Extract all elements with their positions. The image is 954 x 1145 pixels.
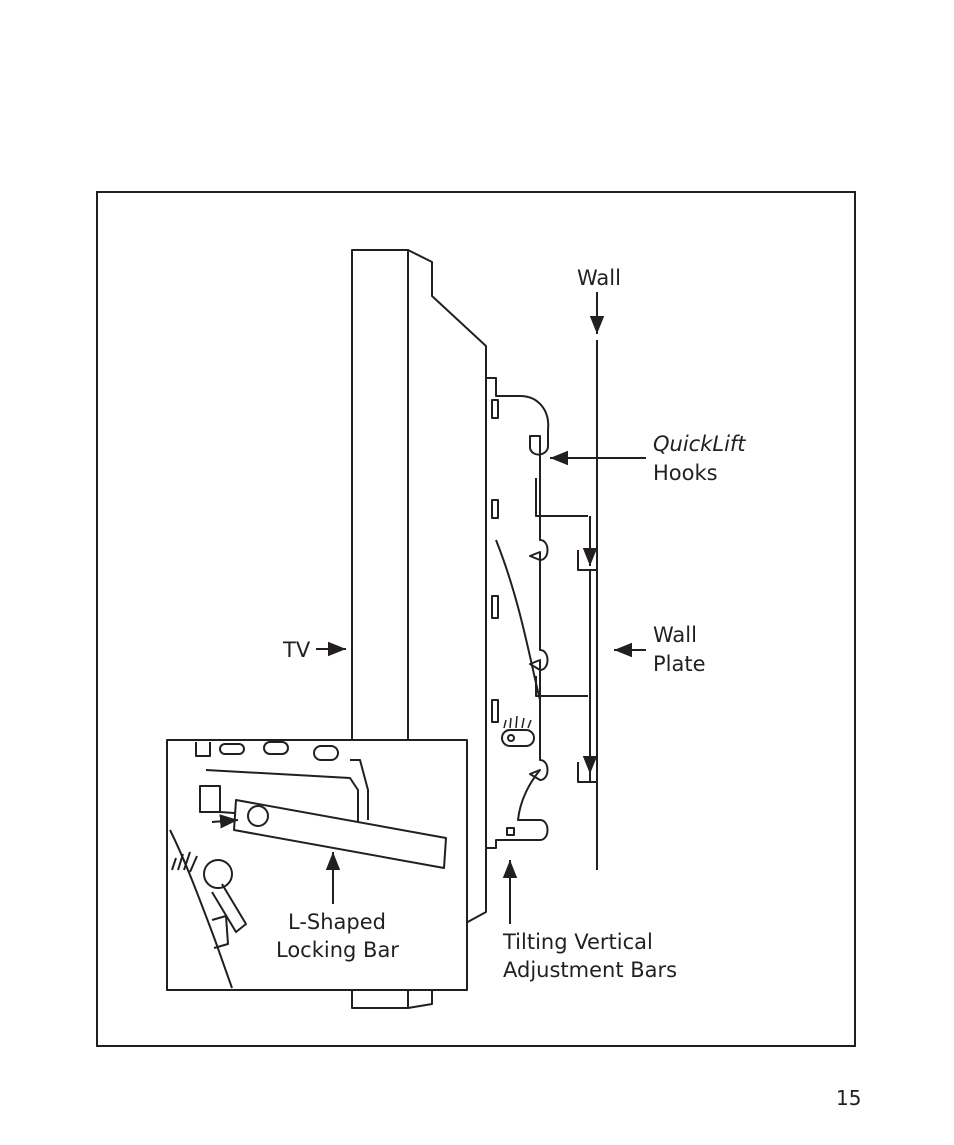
page-number: 15	[836, 1086, 862, 1110]
wall-label: Wall	[577, 266, 621, 290]
quicklift-hooks-label: Hooks	[653, 461, 718, 485]
angle-scale	[503, 715, 532, 729]
locking-bar-label-line1: L-Shaped	[288, 910, 386, 934]
wall-plate	[577, 550, 597, 783]
inset-detail	[166, 739, 468, 991]
bar-slot-2	[491, 499, 499, 519]
diagram-frame	[96, 191, 856, 1047]
tilting-bars-label-line2: Adjustment Bars	[503, 958, 678, 982]
tilting-adjustment-bar	[485, 377, 550, 849]
bar-slot-3	[491, 595, 499, 619]
wall-plate-label-line1: Wall	[653, 623, 697, 647]
bar-knob	[501, 729, 535, 747]
quicklift-label: QuickLift	[653, 432, 746, 456]
tv-label: TV	[283, 638, 311, 662]
tilting-bars-label-line1: Tilting Vertical	[503, 930, 653, 954]
locking-bar-label-line2: Locking Bar	[276, 938, 399, 962]
bar-slot-4	[491, 699, 499, 723]
bar-slot-1	[491, 399, 499, 419]
wall-plate-label-line2: Plate	[653, 652, 706, 676]
